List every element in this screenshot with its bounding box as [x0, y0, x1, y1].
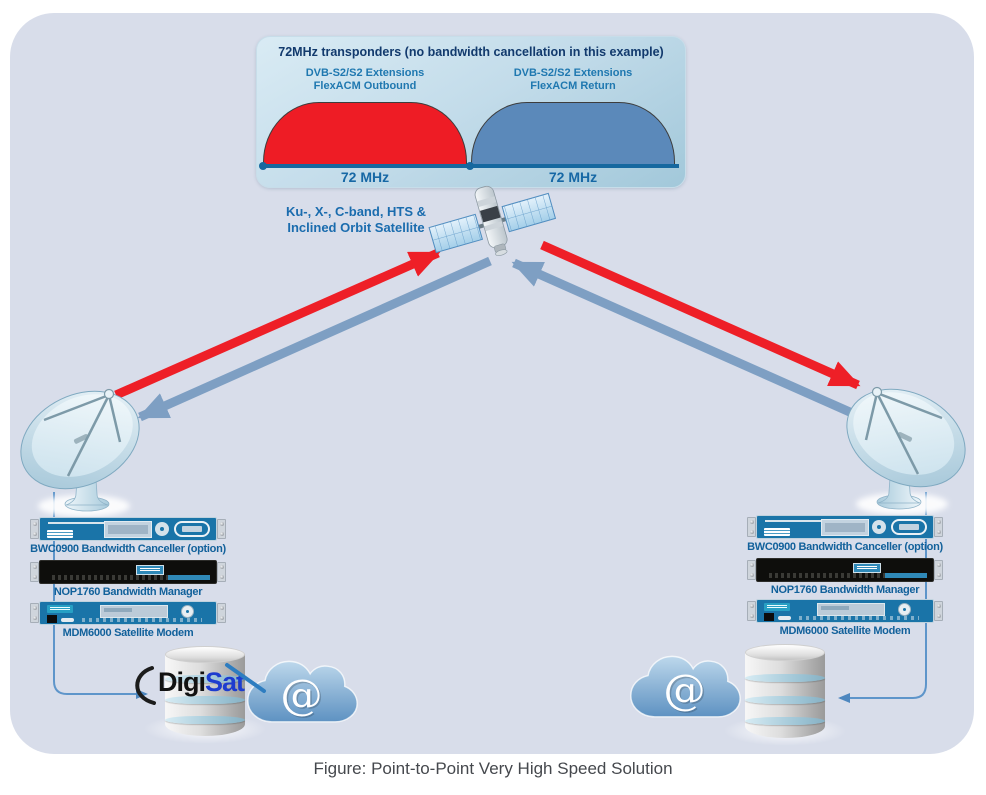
diagram-panel — [10, 13, 974, 754]
figure-caption: Figure: Point-to-Point Very High Speed S… — [313, 759, 673, 778]
